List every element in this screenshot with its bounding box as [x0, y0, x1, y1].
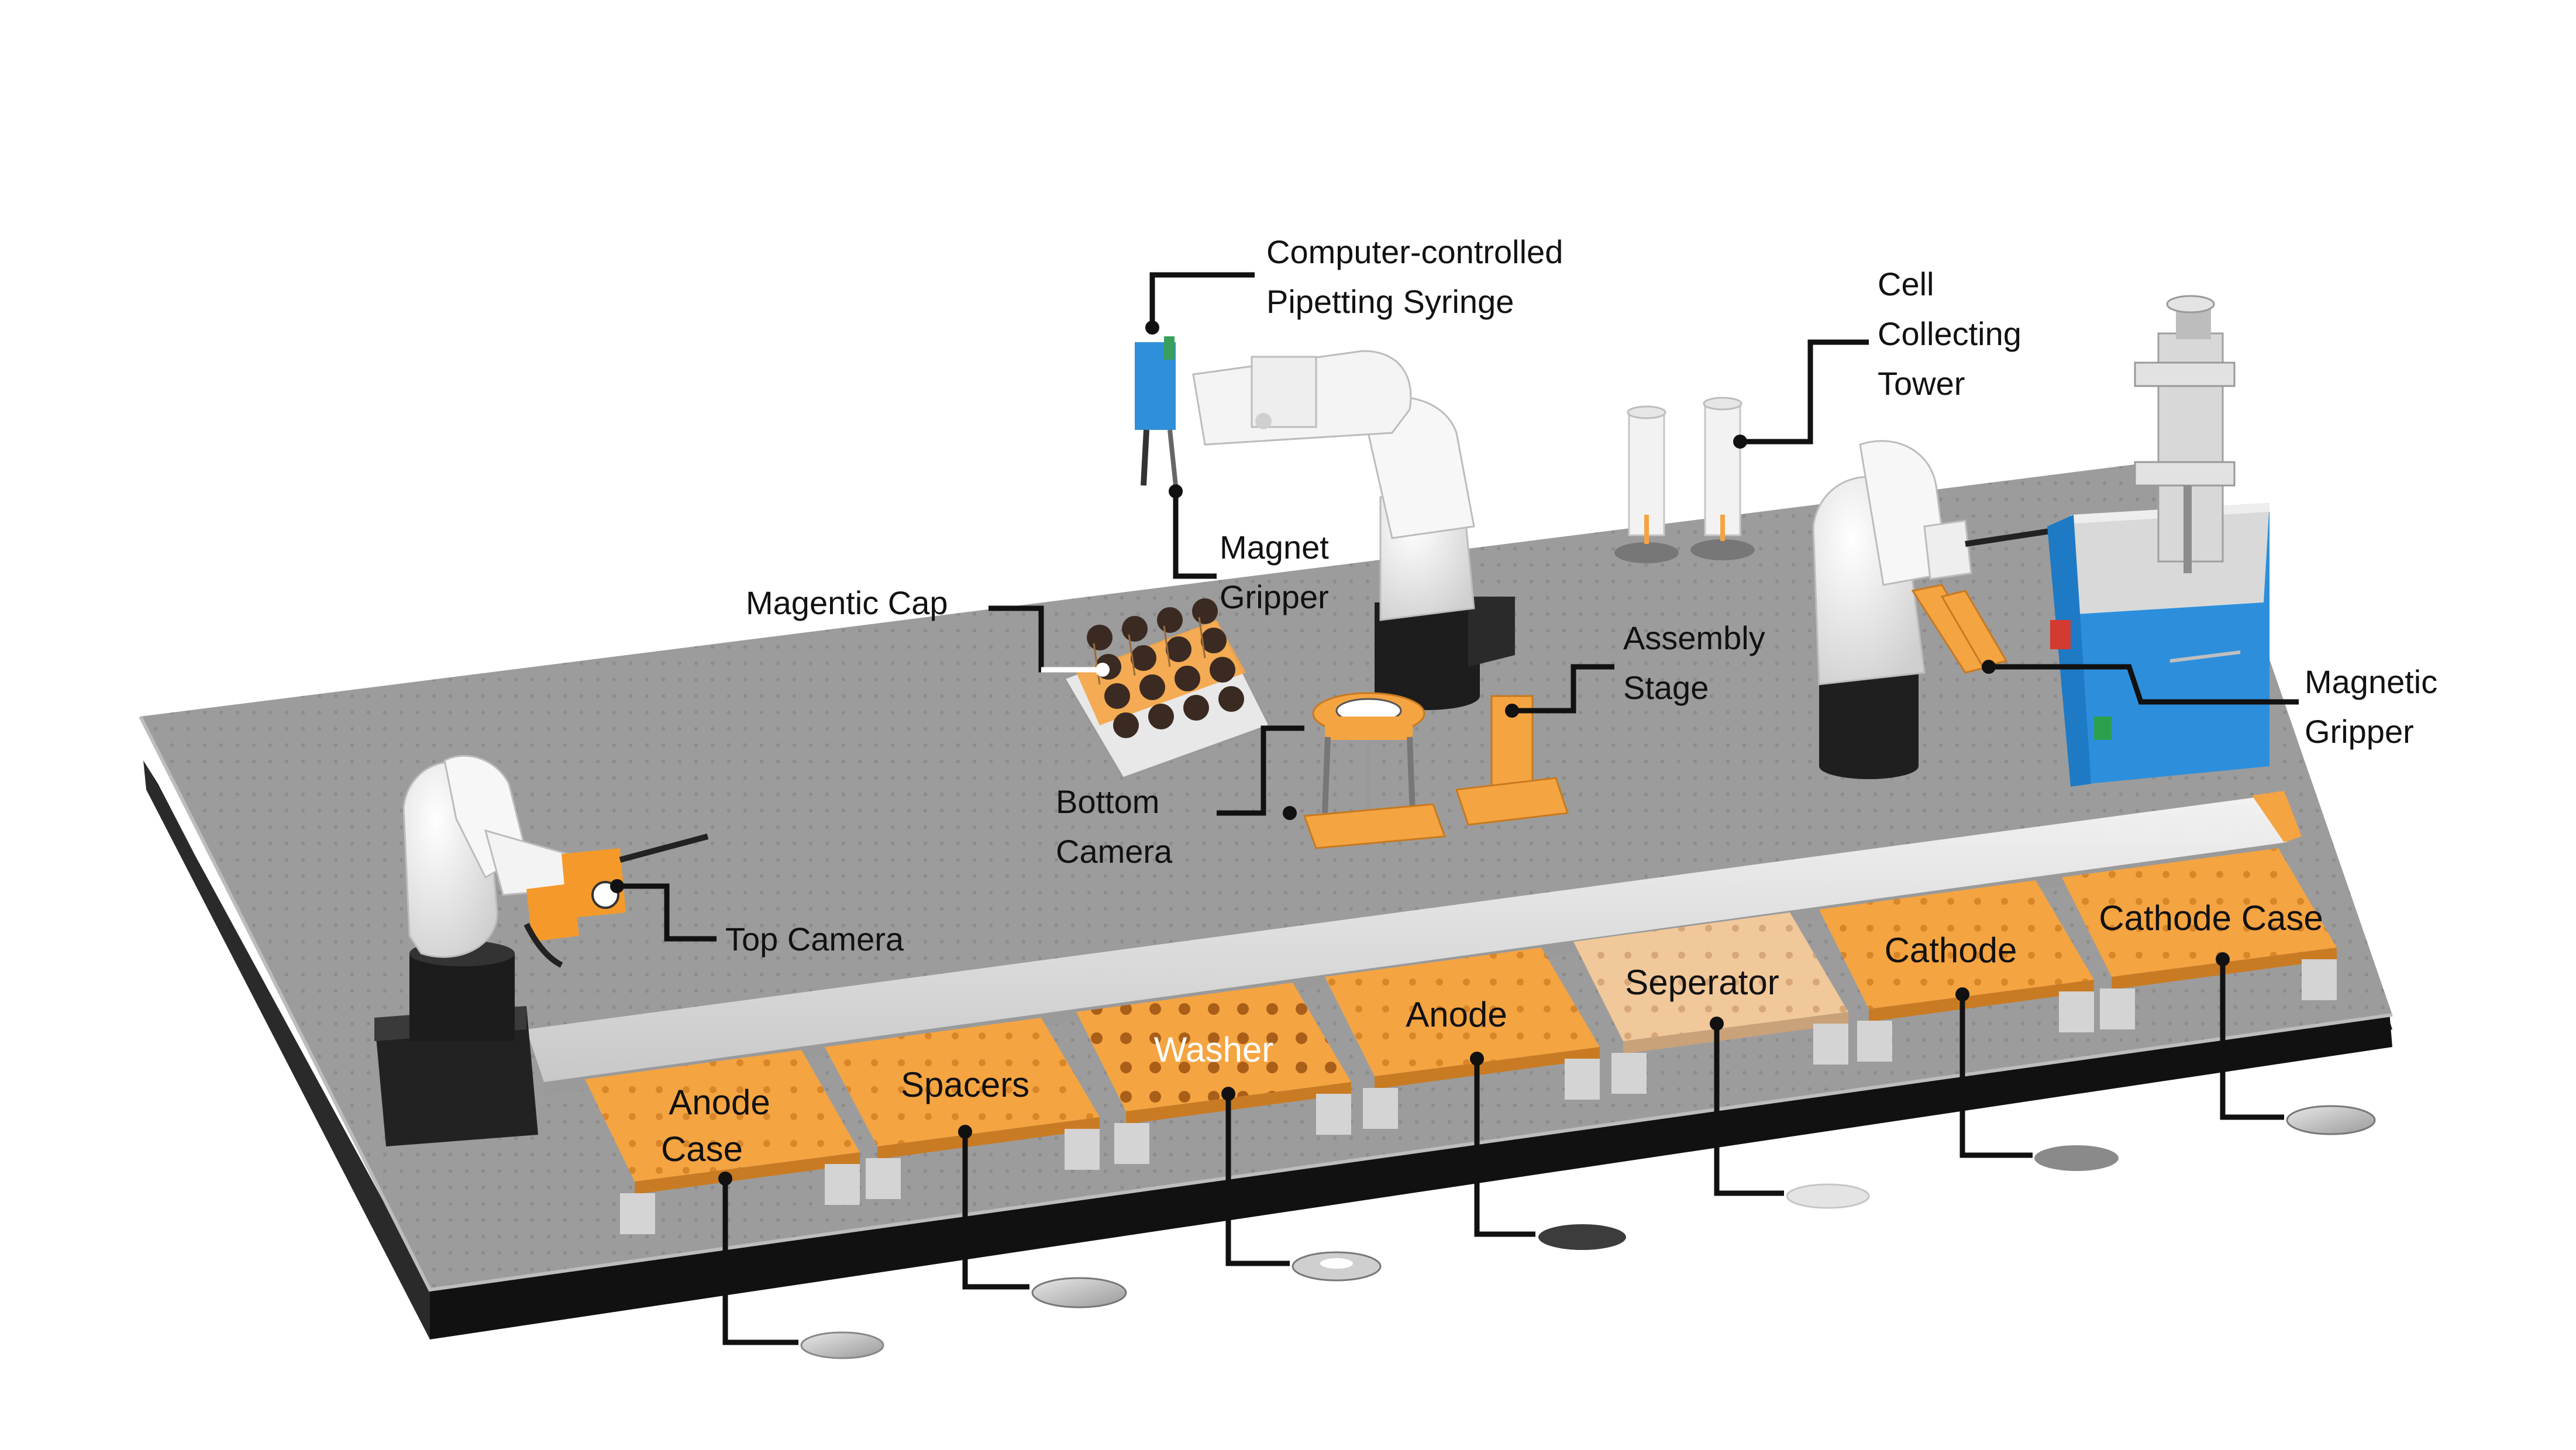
tray-cathode [1819, 880, 2094, 1062]
tray-label-cathode: Cathode [1885, 931, 2017, 970]
bottom-camera-icon [1303, 803, 1447, 849]
tray-washer [1076, 983, 1351, 1164]
tray-anode [1325, 948, 1600, 1129]
label-top-camera: Top Camera [725, 921, 904, 958]
disc-anode [1538, 1224, 1626, 1250]
label-magnetic-cap: Magentic Cap [746, 584, 948, 621]
label-magnetic-gripper-2: Gripper [2305, 713, 2414, 750]
tray-leaders [718, 952, 2284, 1345]
cell-collecting-tower [1614, 397, 1755, 563]
disc-cathode-case [2286, 1105, 2376, 1135]
bottom-camera-stand [1303, 692, 1447, 849]
tray-label-anode: Anode [1406, 995, 1507, 1034]
left-robot-arm [374, 755, 709, 1146]
component-discs [800, 1105, 2376, 1359]
tray-label-anode-case-2: Case [661, 1129, 743, 1169]
assembly-stage [1455, 695, 1569, 826]
label-pipetting-syringe-2: Pipetting Syringe [1266, 283, 1514, 320]
label-bottom-camera-2: Camera [1056, 833, 1173, 870]
disc-cathode [2034, 1145, 2119, 1171]
label-tower-2: Collecting [1878, 315, 2021, 352]
label-pipetting-syringe-1: Computer-controlled [1266, 233, 1563, 270]
disc-anode-case [800, 1331, 884, 1359]
center-robot-arm [1135, 336, 1515, 710]
label-tower-3: Tower [1878, 365, 1965, 402]
callout-leaders [610, 272, 2299, 942]
label-magnet-gripper-2: Gripper [1220, 578, 1329, 615]
disc-spacer [1031, 1277, 1127, 1308]
tray-label-washer: Washer [1154, 1030, 1274, 1069]
tray-seperator [1573, 912, 1848, 1094]
cell-crimper-machine [2047, 295, 2270, 787]
tray-anode-case [585, 1050, 860, 1234]
label-assembly-stage-2: Stage [1623, 669, 1709, 706]
tray-label-seperator: Seperator [1625, 963, 1779, 1002]
label-magnetic-gripper-1: Magnetic [2305, 663, 2437, 700]
label-tower-1: Cell [1878, 266, 1934, 302]
label-assembly-stage-1: Assembly [1623, 619, 1765, 656]
magnetic-cap-tray [1063, 598, 1271, 779]
tray-label-cathode-case: Cathode Case [2099, 898, 2323, 938]
component-trays [585, 848, 2337, 1234]
tray-label-anode-case-1: Anode [669, 1083, 770, 1122]
right-robot-arm [1812, 440, 2100, 779]
label-bottom-camera-1: Bottom [1056, 783, 1159, 820]
tray-label-spacers: Spacers [901, 1065, 1029, 1104]
disc-seperator [1786, 1183, 1870, 1209]
tray-spacers [825, 1018, 1100, 1199]
label-magnet-gripper-1: Magnet [1220, 529, 1329, 566]
